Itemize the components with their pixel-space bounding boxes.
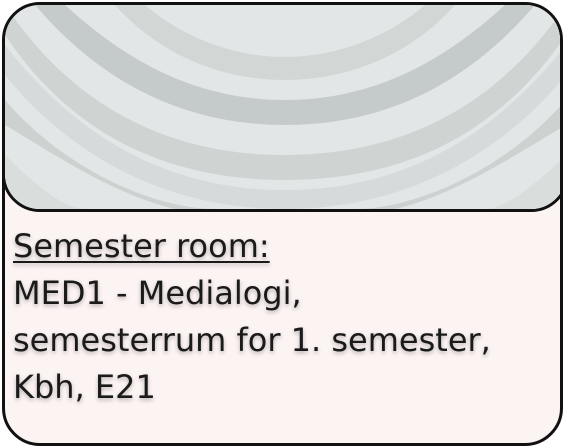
course-description: semesterrum for 1. semester, xyxy=(13,321,491,359)
course-name: MED1 - Medialogi, xyxy=(13,274,302,312)
card-banner-image xyxy=(5,5,560,212)
semester-room-card[interactable]: Semester room: MED1 - Medialogi, semeste… xyxy=(2,2,563,446)
course-location-term: Kbh, E21 xyxy=(13,368,156,406)
card-body: Semester room: MED1 - Medialogi, semeste… xyxy=(13,223,553,411)
card-heading: Semester room: xyxy=(13,227,270,265)
